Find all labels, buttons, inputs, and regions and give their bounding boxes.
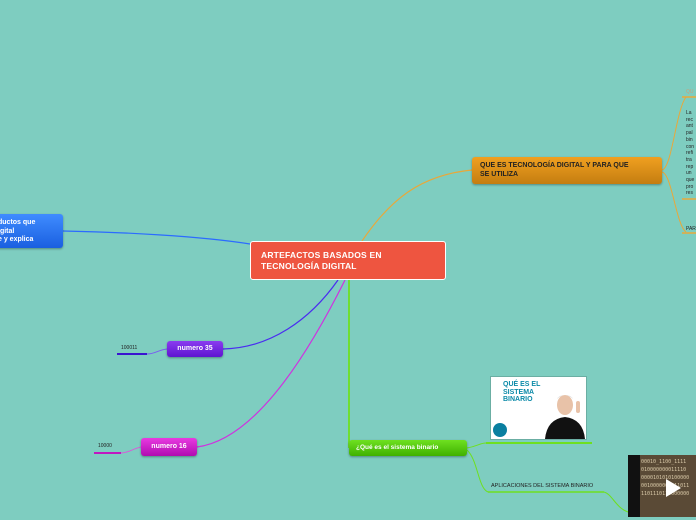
connector-digital-tech-right-2 [661, 171, 687, 233]
right-text-line: refi [686, 150, 693, 157]
connector-root-numero35 [222, 279, 339, 350]
right-text-line: rec [686, 116, 693, 123]
products-line3: e y explica [0, 236, 34, 243]
play-icon[interactable] [666, 479, 681, 497]
right-text-block[interactable]: La rec ant pal bin con refi tra rep un q… [686, 110, 696, 197]
connector-root-digital-tech [361, 169, 473, 242]
right-text-line: ant [686, 123, 693, 130]
right-text-line: tra [686, 156, 692, 163]
root-node[interactable]: ARTEFACTOS BASADOS EN TECNOLOGÍA DIGITAL [250, 241, 446, 280]
video-row: 00010_1100_1111 [641, 459, 687, 465]
connector-root-numero16 [196, 279, 346, 448]
applications-label[interactable]: APLICACIONES DEL SISTEMA BINARIO [491, 483, 594, 489]
video-row: 010000000011110 [641, 467, 687, 473]
connector-digital-tech-right [661, 96, 687, 171]
right-text-line: La [686, 110, 692, 116]
numero35-value[interactable]: 100011 [121, 345, 138, 351]
right-text-line: que [686, 177, 695, 184]
binary-thumbnail[interactable]: QUÉ ES EL SISTEMA BINARIO [491, 377, 586, 439]
node-numero16[interactable]: numero 16 [141, 438, 197, 456]
video-binary-rows: 00010_1100_1111 010000000011110 00001010… [641, 458, 689, 498]
root-label-line1: ARTEFACTOS BASADOS EN [261, 250, 382, 260]
right-text-line: pro [686, 183, 694, 190]
numero16-value[interactable]: 10000 [98, 443, 112, 449]
thumbnail-title-line: SISTEMA [503, 388, 535, 396]
video-side-bar [628, 455, 640, 517]
products-line2: igital [0, 227, 15, 235]
connector-root-products [62, 230, 251, 245]
digital-tech-line2: SE UTILIZA [480, 171, 519, 178]
connector-binary-thumbnail [466, 442, 487, 449]
connector-numero16-value [120, 446, 142, 454]
thumbnail-title-line: QUÉ ES EL [503, 381, 541, 388]
person-icon [545, 395, 585, 439]
node-digital-tech[interactable]: QUE ES TECNOLOGÍA DIGITAL Y PARA QUE SE … [472, 157, 662, 184]
right-text-line: res [686, 190, 693, 197]
thumbnail-title: QUÉ ES EL SISTEMA BINARIO [503, 381, 553, 404]
right-que-label[interactable]: QU [686, 89, 694, 95]
connector-apps-video [603, 491, 629, 513]
right-text-line: rep [686, 163, 694, 170]
right-para-label[interactable]: PAR [686, 226, 696, 232]
root-label-line2: TECNOLOGÍA DIGITAL [261, 261, 357, 271]
right-text-line: un [686, 170, 692, 177]
node-numero35[interactable]: numero 35 [167, 341, 223, 357]
right-text-line: bin [686, 136, 693, 143]
video-row: 0010000000011011 [641, 483, 690, 489]
video-row: 0000101010100000 [641, 475, 690, 481]
thumbnail-title-line: BINARIO [503, 396, 533, 403]
right-text-line: con [686, 143, 695, 150]
video-thumbnail[interactable]: 00010_1100_1111 010000000011110 00001010… [628, 455, 696, 517]
digital-tech-line1: QUE ES TECNOLOGÍA DIGITAL Y PARA QUE [480, 162, 629, 169]
video-row: 1101110110000000 [641, 491, 690, 497]
right-text-line: pal [686, 130, 693, 137]
node-products[interactable]: ductos que igital e y explica [0, 214, 63, 248]
node-binary[interactable]: ¿Qué es el sistema binario [349, 440, 467, 456]
connector-binary-apps [466, 449, 489, 493]
products-line1: ductos que [0, 219, 36, 226]
connector-numero35-value [146, 348, 168, 355]
logo-icon [493, 423, 507, 437]
